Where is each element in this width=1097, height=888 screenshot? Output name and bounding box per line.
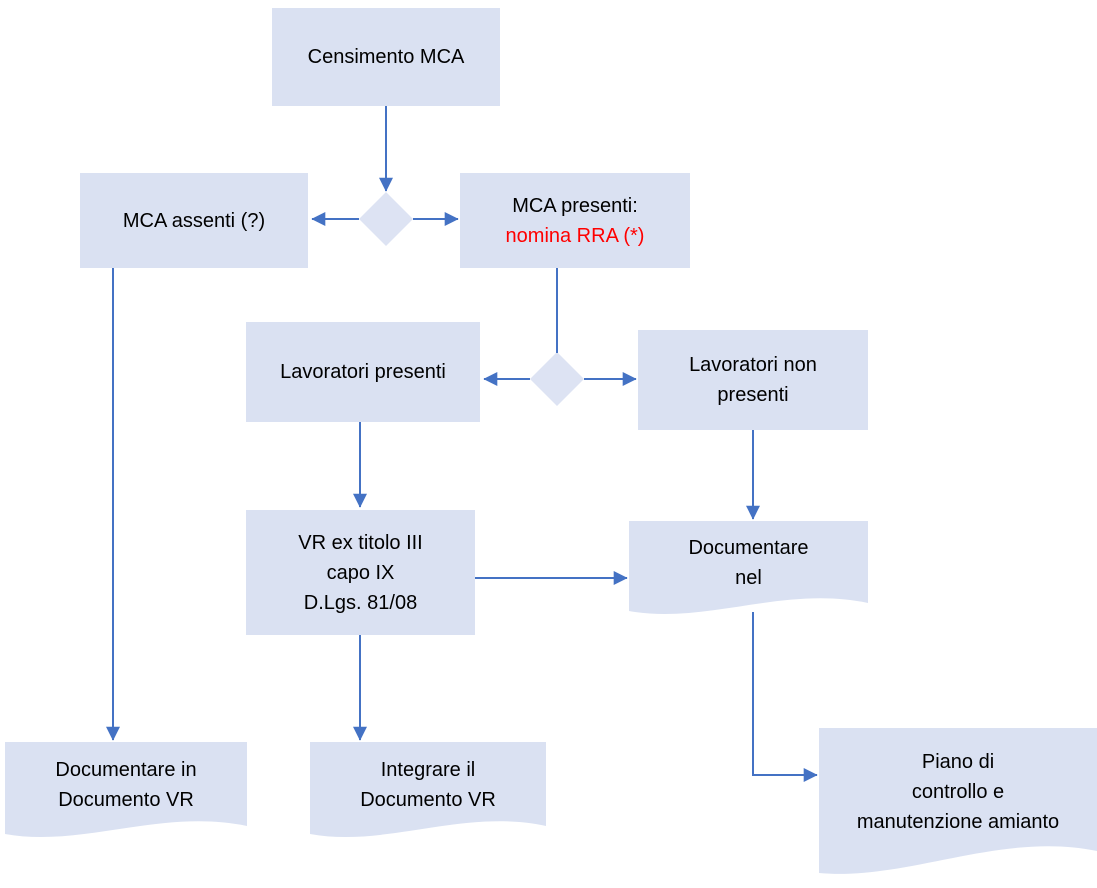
node-label-line: D.Lgs. 81/08 <box>303 591 418 614</box>
node-label-line: MCA presenti: <box>512 194 638 217</box>
document-shape-integrare-il-documento-vr <box>310 742 546 838</box>
node-label-line: manutenzione amianto <box>856 811 1060 833</box>
node-mca-presenti: MCA presenti: nomina RRA (*) <box>460 173 690 268</box>
node-label-line: Lavoratori non <box>689 354 817 376</box>
node-label-line: Piano di <box>921 751 995 773</box>
node-integrare-il-documento-vr: Integrare il Documento VR <box>310 742 546 828</box>
decision-diamond-lavoratori <box>530 352 584 406</box>
node-label-line: Integrare il <box>380 759 476 781</box>
node-mca-assenti: MCA assenti (?) <box>80 173 308 268</box>
decision-diamond-mca <box>359 192 413 246</box>
node-vr-ex-titolo: VR ex titolo III capo IX D.Lgs. 81/08 <box>246 510 475 635</box>
node-label-line: Documento VR <box>360 789 496 811</box>
node-label-line: controllo e <box>911 781 1005 803</box>
node-label-line: VR ex titolo III <box>298 531 423 554</box>
node-label-line: nel <box>735 567 762 589</box>
node-lavoratori-non-presenti: Lavoratori non presenti <box>638 330 868 430</box>
node-documentare-nel: Documentare nel <box>629 521 868 605</box>
node-label-line: Documentare in <box>55 759 197 781</box>
document-shape-piano-controllo <box>819 728 1097 874</box>
node-documentare-in-documento-vr: Documentare in Documento VR <box>5 742 247 828</box>
node-label: Lavoratori presenti <box>280 361 446 383</box>
node-label-line: Documento VR <box>58 789 194 811</box>
node-censimento-mca: Censimento MCA <box>272 8 500 106</box>
document-shape-documentare-nel <box>629 521 868 615</box>
node-piano-controllo-manutenzione: Piano di controllo e manutenzione amiant… <box>819 728 1097 856</box>
document-shape-documentare-in-documento-vr <box>5 742 247 838</box>
node-label: Censimento MCA <box>307 46 465 68</box>
node-lavoratori-presenti: Lavoratori presenti <box>246 322 480 422</box>
node-label-line: Documentare <box>688 537 809 559</box>
node-label-line: presenti <box>717 384 789 406</box>
node-label-line-highlighted: nomina RRA (*) <box>505 224 645 247</box>
node-label: MCA assenti (?) <box>122 209 266 232</box>
node-label-line: capo IX <box>326 561 395 584</box>
connector-documentare-nel-to-piano <box>752 612 818 782</box>
